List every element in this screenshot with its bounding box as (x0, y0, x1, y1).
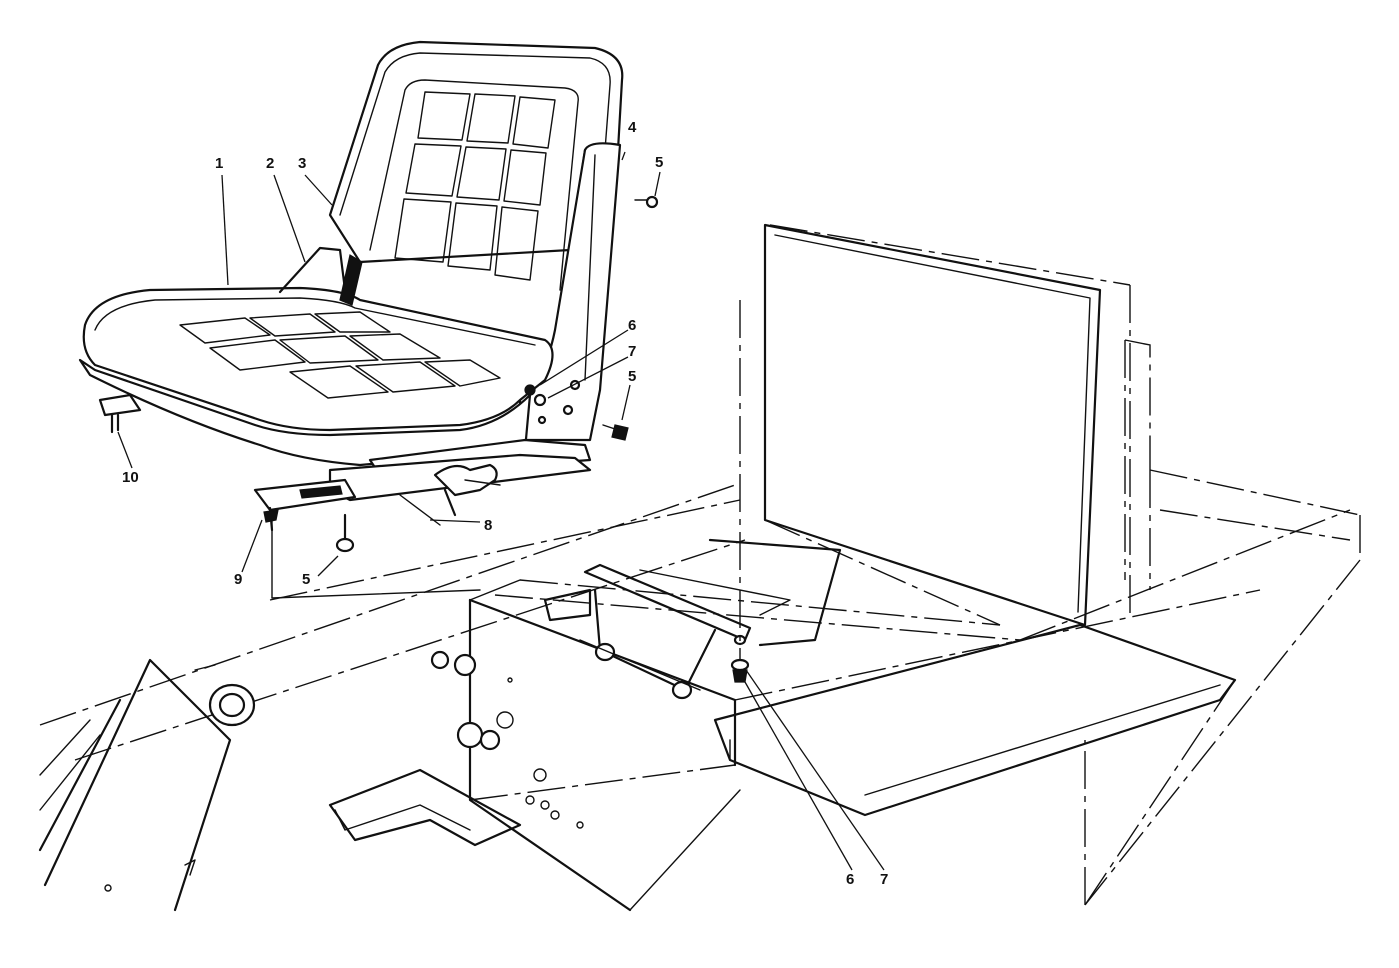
callout-3: 3 (298, 155, 306, 172)
callout-4: 4 (628, 119, 637, 136)
tractor-frame (38, 223, 1361, 912)
callout-7-seat: 7 (628, 343, 636, 360)
callout-6-frame: 6 (846, 871, 854, 888)
callout-8: 8 (484, 517, 492, 534)
callout-1: 1 (215, 155, 223, 172)
callout-6-seat: 6 (628, 317, 636, 334)
callout-5-side: 5 (628, 368, 636, 385)
hardware (263, 195, 750, 683)
callout-10: 10 (122, 469, 139, 486)
leader-lines (117, 151, 885, 871)
callout-7-frame: 7 (880, 871, 888, 888)
callout-5-top: 5 (655, 154, 663, 171)
callout-2: 2 (266, 155, 274, 172)
callout-5-bottom: 5 (302, 571, 310, 588)
callout-9: 9 (234, 571, 242, 588)
callout-labels: 1 2 3 4 5 6 7 5 10 8 9 5 6 7 (122, 119, 888, 888)
seat-assembly (78, 40, 624, 526)
